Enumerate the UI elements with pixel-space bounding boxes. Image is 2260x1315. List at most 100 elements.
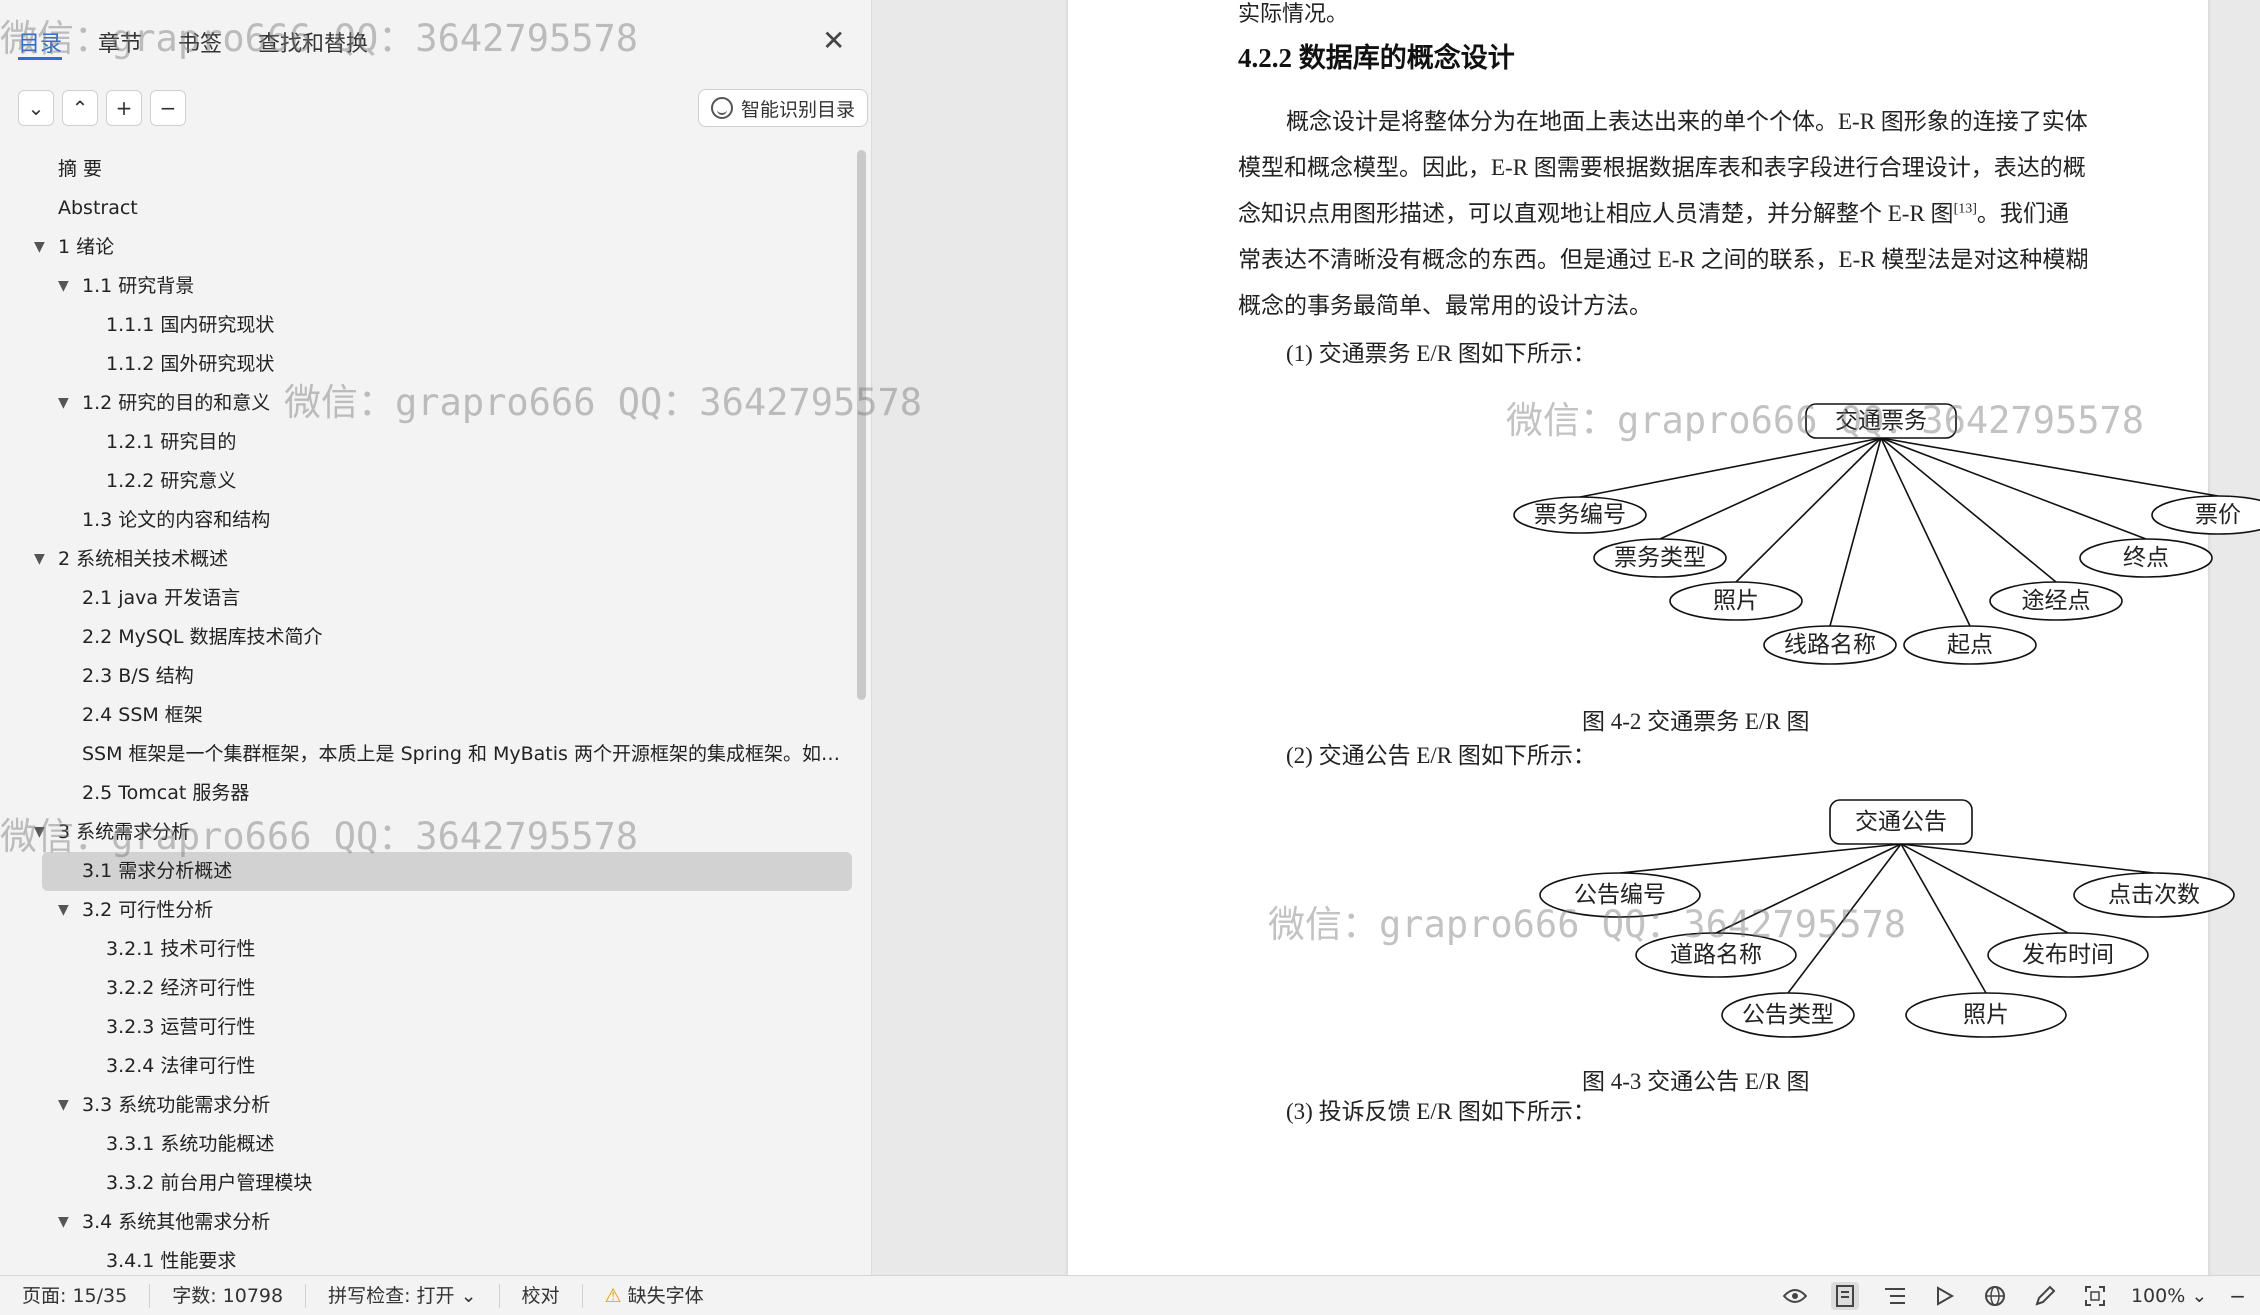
nav-tabs: 目录 章节 书签 查找和替换 [18, 26, 368, 60]
toc-item[interactable]: 1.1.2 国外研究现状 [0, 345, 856, 384]
view-controls: 100% ⌄ − [1781, 1276, 2246, 1315]
toc-item[interactable]: ▼ 1.1 研究背景 [0, 267, 856, 306]
status-bar: 页面: 15/35 字数: 10798 拼写检查: 打开 ⌄ 校对 ⚠缺失字体 … [0, 1275, 2260, 1315]
toc-item[interactable]: ▼ 3.3 系统功能需求分析 [0, 1086, 856, 1125]
toc-item[interactable]: 3.2.2 经济可行性 [0, 969, 856, 1008]
attribute-ellipse [1987, 932, 2149, 978]
play-icon[interactable] [1931, 1282, 1959, 1310]
attribute-ellipse [1513, 496, 1647, 534]
tab-chapters[interactable]: 章节 [98, 32, 143, 57]
toc-item[interactable]: 1.3 论文的内容和结构 [0, 501, 856, 540]
word-count[interactable]: 字数: 10798 [150, 1283, 307, 1308]
close-icon[interactable]: ✕ [822, 24, 846, 57]
relation-line [1829, 437, 1882, 627]
toc-item[interactable]: ▼1 绪论 [0, 228, 856, 267]
toc-item[interactable]: SSM 框架是一个集群框架，本质上是 Spring 和 MyBatis 两个开源… [0, 735, 856, 774]
caret-down-icon[interactable]: ▼ [58, 1214, 69, 1230]
toc-item[interactable]: 1.2.1 研究目的 [0, 423, 856, 462]
er-label: 起点 [1947, 632, 1993, 657]
toc-item-label: 2.4 SSM 框架 [82, 704, 203, 726]
paragraph-line: 概念设计是将整体分为在地面上表达出来的单个个体。E-R 图形象的连接了实体 [1286, 109, 2088, 134]
toc-item[interactable]: Abstract [0, 189, 856, 228]
er1-shapes [1513, 403, 2260, 665]
er2-relations [1619, 843, 2155, 994]
tab-toc[interactable]: 目录 [18, 26, 63, 60]
document-area: 实际情况。 4.2.2 数据库的概念设计 概念设计是将整体分为在地面上表达出来的… [872, 0, 2260, 1275]
er2-intro: (2) 交通公告 E/R 图如下所示： [1286, 743, 1596, 768]
caret-down-icon[interactable]: ▼ [34, 824, 45, 840]
toc-item-label: 1.1 研究背景 [82, 275, 195, 297]
caret-down-icon[interactable]: ▼ [58, 1097, 69, 1113]
previous-text-line: 实际情况。 [1238, 1, 1349, 26]
toc-item[interactable]: ▼1.2 研究的目的和意义 [0, 384, 856, 423]
caret-down-icon[interactable]: ▼ [34, 239, 45, 255]
paragraph-text: 。我们通 [1976, 201, 2069, 226]
page-indicator[interactable]: 页面: 15/35 [0, 1283, 151, 1308]
outline-view-icon[interactable] [1881, 1282, 1909, 1310]
toc-item[interactable]: 3.2.3 运营可行性 [0, 1008, 856, 1047]
toc-item-label: 3.2.4 法律可行性 [106, 1055, 256, 1077]
attribute-ellipse [2079, 538, 2213, 578]
er-label: 照片 [1713, 588, 1759, 613]
section-heading: 4.2.2 数据库的概念设计 [1238, 43, 1515, 73]
toc-item[interactable]: 2.4 SSM 框架 [0, 696, 856, 735]
collapse-up-icon[interactable]: ⌃ [62, 90, 98, 126]
toc-item[interactable]: 3.1 需求分析概述 [42, 852, 852, 891]
missing-font-button[interactable]: ⚠缺失字体 [583, 1284, 726, 1308]
toc-item-label: 1.1.1 国内研究现状 [106, 314, 275, 336]
proofread-button[interactable]: 校对 [500, 1283, 583, 1308]
toc-item[interactable]: 1.1.1 国内研究现状 [0, 306, 856, 345]
toc-scrollbar[interactable] [857, 150, 866, 700]
toc-item[interactable]: ▼2 系统相关技术概述 [0, 540, 856, 579]
relation-line [1579, 437, 1882, 498]
toc-item-label: 3 系统需求分析 [58, 821, 191, 843]
toc-item[interactable]: 2.3 B/S 结构 [0, 657, 856, 696]
toc-item[interactable]: 2.5 Tomcat 服务器 [0, 774, 856, 813]
minus-icon[interactable]: − [150, 90, 186, 126]
expand-down-icon[interactable]: ⌄ [18, 90, 54, 126]
toc-item[interactable]: 摘 要 [0, 150, 856, 189]
document-page: 实际情况。 4.2.2 数据库的概念设计 概念设计是将整体分为在地面上表达出来的… [1068, 0, 2260, 1275]
relation-line [1900, 843, 2155, 874]
caret-down-icon[interactable]: ▼ [58, 395, 69, 411]
toc-item[interactable]: 2.1 java 开发语言 [0, 579, 856, 618]
zoom-out-icon[interactable]: − [2229, 1284, 2246, 1308]
er-label: 票务编号 [1534, 502, 1626, 527]
pen-icon[interactable] [2031, 1282, 2059, 1310]
toc-item[interactable]: 3.2.1 技术可行性 [0, 930, 856, 969]
toc-item[interactable]: 1.2.2 研究意义 [0, 462, 856, 501]
paragraph-line: 概念的事务最简单、最常用的设计方法。 [1238, 293, 1652, 318]
toc-item[interactable]: ▼3.2 可行性分析 [0, 891, 856, 930]
add-icon[interactable]: + [106, 90, 142, 126]
fit-page-icon[interactable] [2081, 1282, 2109, 1310]
toc-item[interactable]: 3.3.1 系统功能概述 [0, 1125, 856, 1164]
caret-down-icon[interactable]: ▼ [34, 551, 45, 567]
relation-line [1880, 437, 2147, 540]
toc-item[interactable]: 3.3.2 前台用户管理模块 [0, 1164, 856, 1203]
tab-find-replace[interactable]: 查找和替换 [258, 32, 369, 57]
relation-line [1619, 843, 1902, 874]
toc-item-label: 3.3.1 系统功能概述 [106, 1133, 275, 1155]
caret-down-icon[interactable]: ▼ [58, 902, 69, 918]
toc-item-label: 摘 要 [58, 158, 103, 180]
navigation-pane: 目录 章节 书签 查找和替换 ✕ ⌄ ⌃ + − 智能识别目录 摘 要 Abstr… [0, 0, 872, 1275]
toc-item[interactable]: 2.2 MySQL 数据库技术简介 [0, 618, 856, 657]
page-view-icon[interactable] [1830, 1282, 1859, 1310]
toc-item[interactable]: ▼3.4 系统其他需求分析 [0, 1203, 856, 1242]
er3-intro: (3) 投诉反馈 E/R 图如下所示： [1286, 1099, 1596, 1124]
toc-item[interactable]: ▼ 3 系统需求分析 [0, 813, 856, 852]
spell-check-toggle[interactable]: 拼写检查: 打开 ⌄ [306, 1283, 500, 1308]
toc-item-label: 3.2.3 运营可行性 [106, 1016, 256, 1038]
attribute-ellipse [1905, 992, 2067, 1038]
er-label: 票务类型 [1614, 545, 1706, 570]
eye-icon[interactable] [1781, 1282, 1809, 1310]
smart-toc-button[interactable]: 智能识别目录 [698, 89, 869, 127]
zoom-level[interactable]: 100% ⌄ [2131, 1285, 2207, 1307]
toc-item-label: 3.3 系统功能需求分析 [82, 1094, 271, 1116]
warning-icon: ⚠ [604, 1284, 622, 1307]
tab-bookmarks[interactable]: 书签 [178, 32, 223, 57]
er-label: 交通票务 [1835, 408, 1927, 433]
toc-item[interactable]: 3.2.4 法律可行性 [0, 1047, 856, 1086]
caret-down-icon[interactable]: ▼ [58, 278, 69, 294]
web-view-icon[interactable] [1981, 1282, 2009, 1310]
